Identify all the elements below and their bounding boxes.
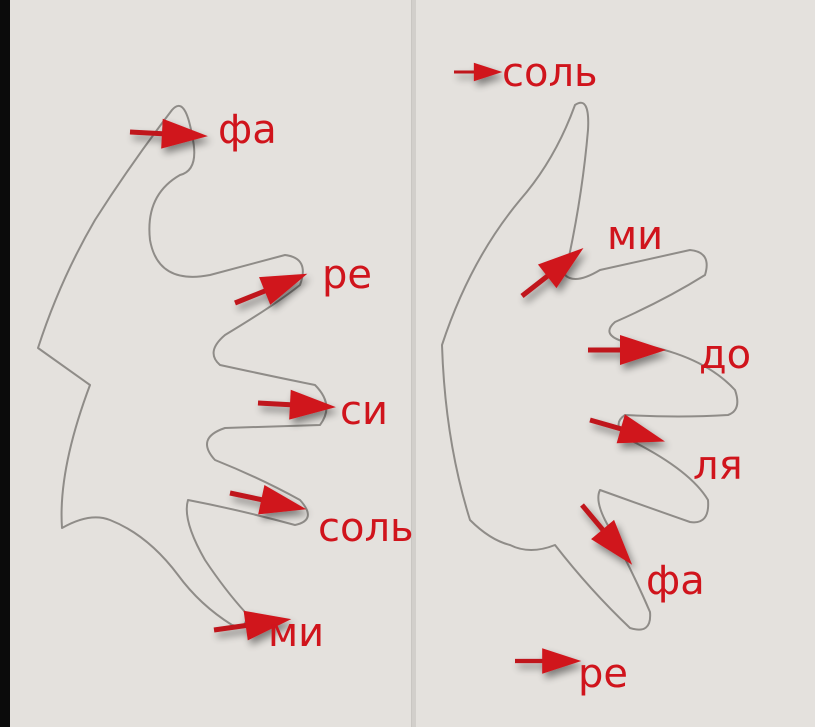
left-hand-outline — [38, 106, 326, 626]
left-note-si: си — [340, 388, 388, 434]
right-note-la: ля — [693, 443, 743, 489]
right-note-do: до — [699, 332, 751, 378]
right-hand-outline — [442, 103, 737, 630]
arrow-right-la — [586, 406, 669, 456]
right-note-sol: соль — [502, 50, 598, 96]
right-note-re: ре — [578, 651, 628, 697]
arrow-right-fa — [571, 495, 644, 574]
arrow-right-mi — [513, 236, 593, 308]
left-note-sol: соль — [318, 505, 414, 551]
left-note-mi: ми — [268, 610, 324, 656]
arrow-left-fa — [129, 117, 208, 151]
arrow-right-re — [515, 648, 581, 674]
right-note-fa: фа — [646, 558, 705, 604]
left-note-re: ре — [322, 252, 372, 298]
arrow-right-do — [588, 335, 666, 365]
arrow-right-sol — [454, 63, 502, 82]
right-note-mi: ми — [607, 213, 663, 259]
arrow-left-re — [229, 260, 313, 317]
left-note-fa: фа — [218, 107, 277, 153]
